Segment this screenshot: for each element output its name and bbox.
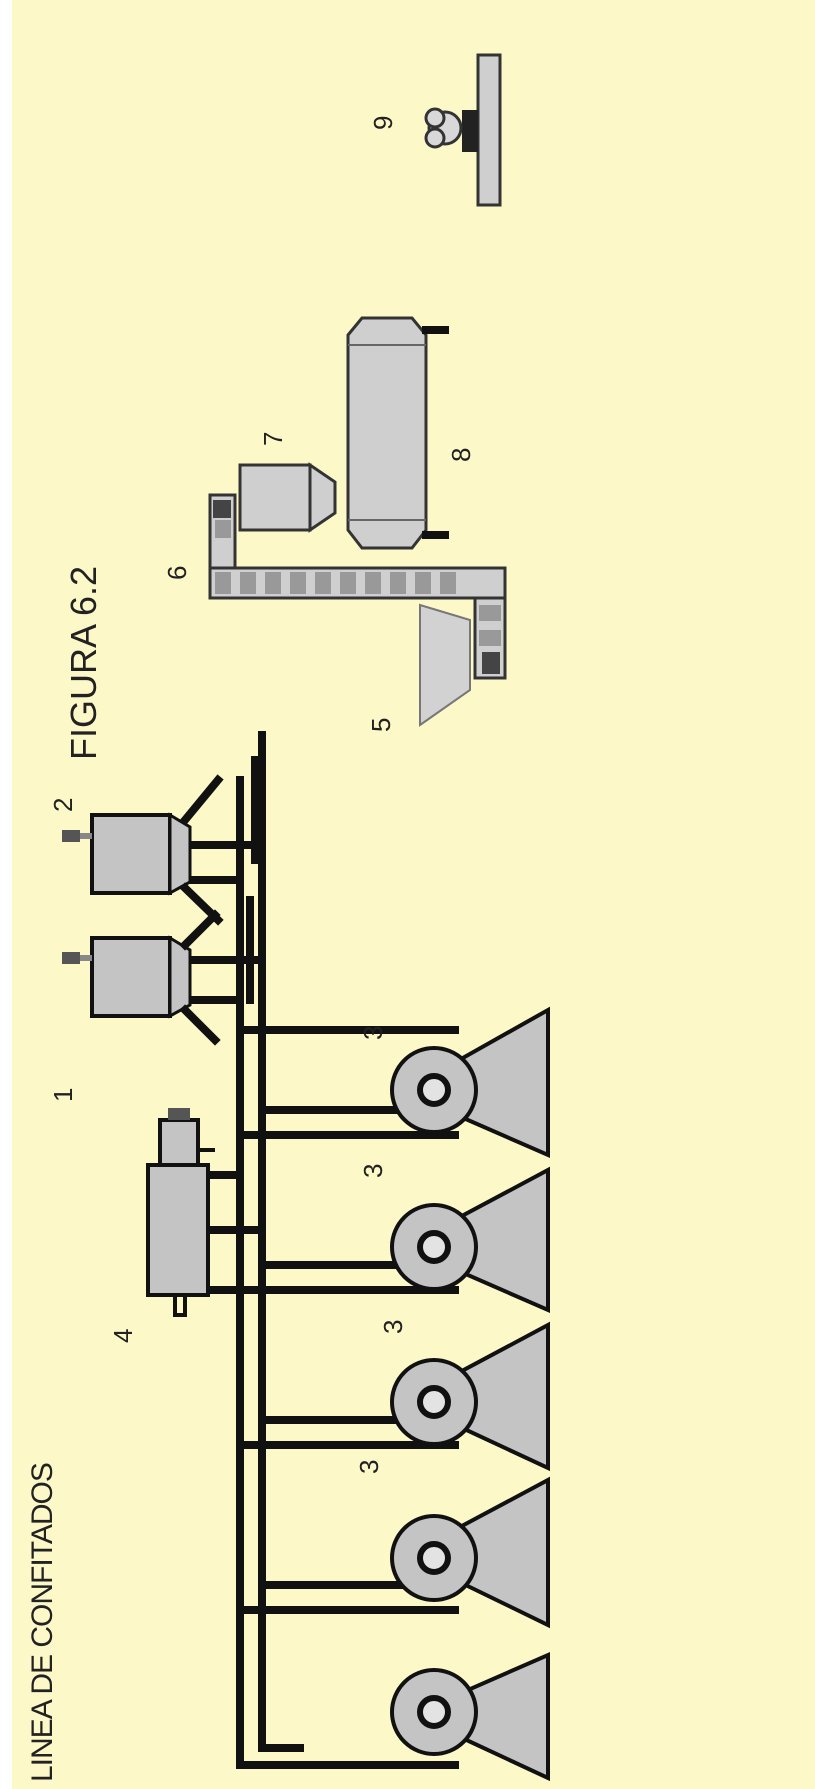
tank-2 xyxy=(62,774,224,926)
label-2: 2 xyxy=(48,798,78,812)
tank-1 xyxy=(62,909,221,1046)
label-8: 8 xyxy=(446,448,476,462)
kettle-5 xyxy=(390,1006,550,1159)
kettle-3 xyxy=(390,1321,550,1472)
kettle-1 xyxy=(390,1651,550,1782)
unit-4-mixer xyxy=(146,1108,215,1317)
conveyor-6 xyxy=(208,493,507,680)
label-9: 9 xyxy=(368,116,398,130)
label-5: 5 xyxy=(366,718,396,732)
label-3c: 3 xyxy=(378,1320,408,1334)
silo-7 xyxy=(238,462,337,533)
tank-8 xyxy=(346,316,449,550)
label-3a: 3 xyxy=(358,1026,388,1040)
hopper-5 xyxy=(419,603,471,727)
label-3d: 3 xyxy=(354,1460,384,1474)
kettle-4 xyxy=(390,1166,550,1314)
diagram-title: LINEA DE CONFITADOS xyxy=(26,1463,59,1782)
scale-9 xyxy=(424,53,502,207)
label-1: 1 xyxy=(48,1088,78,1102)
label-3b: 3 xyxy=(358,1164,388,1178)
label-4: 4 xyxy=(108,1329,138,1343)
figure-label: FIGURA 6.2 xyxy=(63,566,104,760)
kettle-2 xyxy=(390,1476,550,1629)
label-6: 6 xyxy=(162,566,192,580)
label-7: 7 xyxy=(258,432,288,446)
